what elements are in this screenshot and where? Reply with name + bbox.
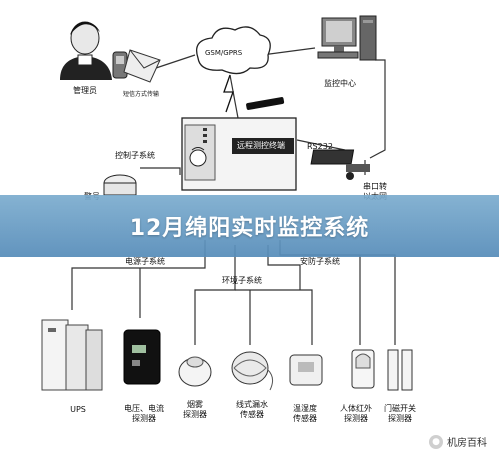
center-to-converter-connector (369, 59, 386, 159)
label-temp: 温湿度 传感器 (293, 404, 317, 423)
lightning-icon (223, 74, 234, 113)
gsm-cloud (195, 26, 271, 75)
alarm-device (103, 174, 137, 196)
label-smoke: 烟雾 探测器 (183, 400, 207, 419)
label-center: 监控中心 (324, 79, 356, 88)
antenna-icon (246, 97, 285, 110)
gsm-to-unit-connector (229, 74, 239, 119)
temperature-sensor (289, 354, 323, 386)
label-main-unit: 远程测控终端 (237, 141, 285, 150)
label-ir: 人体红外 探测器 (340, 404, 372, 423)
ir-detector (351, 349, 375, 389)
gsm-to-center-connector (261, 47, 316, 56)
computer-icon (317, 15, 377, 61)
label-volt: 电压、电流 探测器 (124, 404, 164, 423)
smoke-detector (178, 356, 212, 387)
door-sensor (387, 349, 413, 391)
label-power-sub: 电源子系统 (125, 257, 165, 266)
control-connector (140, 167, 181, 175)
label-water: 线式漏水 传感器 (236, 400, 268, 419)
phone-envelope-icon (112, 49, 161, 83)
label-manager: 管理员 (73, 86, 97, 95)
label-gsm: GSM/GPRS (205, 49, 243, 57)
label-door: 门磁开关 探测器 (384, 404, 416, 423)
voltage-detector (123, 329, 161, 385)
notify-connector (149, 54, 196, 71)
label-ups: UPS (70, 405, 86, 414)
banner-title: 12月绵阳实时监控系统 (129, 216, 370, 241)
label-notify: 短信方式传输 (123, 91, 160, 98)
wechat-icon: ● (429, 434, 443, 449)
main-unit (181, 117, 297, 191)
water-sensor (231, 351, 274, 391)
label-security-sub: 安防子系统 (300, 257, 340, 266)
watermark: ● 机房百科 (429, 434, 487, 449)
watermark-text: 机房百科 (447, 438, 487, 449)
manager-figure (60, 21, 112, 80)
label-control-sub: 控制子系统 (115, 151, 155, 160)
label-env-sub: 环境子系统 (222, 276, 262, 285)
converter-device (310, 149, 370, 180)
label-rs232: RS232 (307, 142, 333, 151)
title-banner: 12月绵阳实时监控系统 (0, 195, 499, 257)
ups-device (41, 319, 103, 391)
rs232-connector (296, 139, 346, 151)
